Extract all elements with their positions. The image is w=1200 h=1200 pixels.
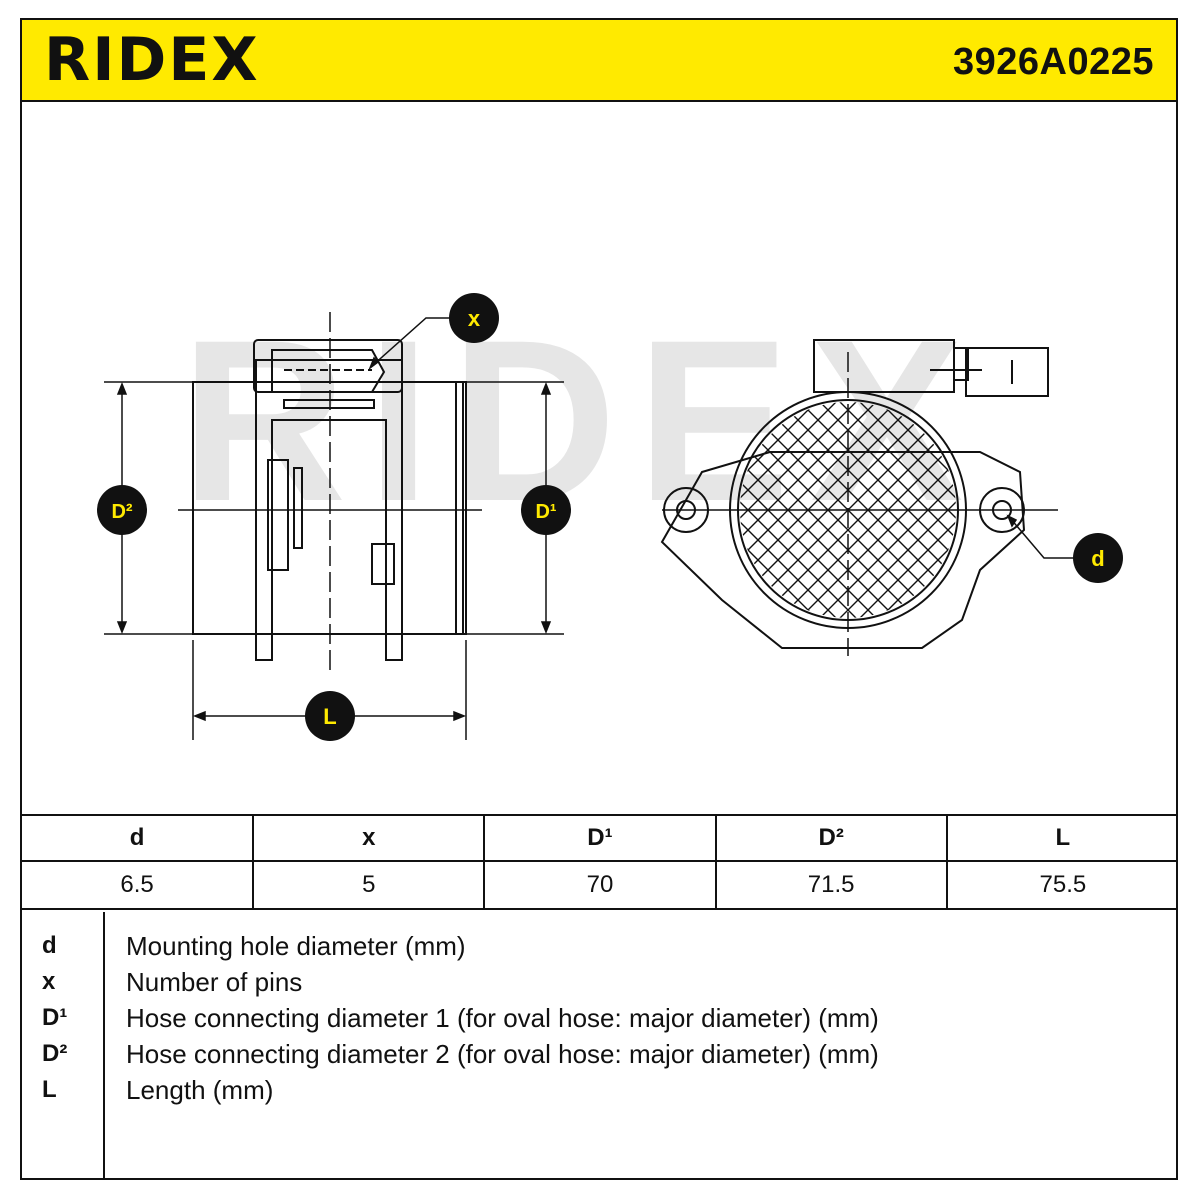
callout-d2: D² [97, 485, 147, 535]
legend-symbol: d [42, 932, 57, 959]
spec-table: d x D¹ D² L 6.5 5 70 71.5 75.5 [22, 814, 1178, 910]
sheet-frame: RIDEX 3926A0225 RIDEX [20, 18, 1178, 1180]
legend-description: Length (mm) [126, 1075, 274, 1105]
spec-value-d: 6.5 [22, 860, 255, 910]
spec-value-d1: 70 [483, 860, 717, 910]
spec-header-x: x [252, 814, 486, 862]
svg-text:L: L [323, 704, 336, 729]
legend-description: Hose connecting diameter 1 (for oval hos… [126, 1003, 879, 1033]
legend-description: Number of pins [126, 967, 303, 997]
spec-header-l: L [945, 814, 1178, 862]
legend-item: D¹ Hose connecting diameter 1 (for oval … [22, 1000, 1178, 1036]
legend-description: Hose connecting diameter 2 (for oval hos… [126, 1039, 879, 1069]
svg-text:d: d [1091, 546, 1104, 571]
spec-value-l: 75.5 [945, 860, 1178, 910]
legend-item: D² Hose connecting diameter 2 (for oval … [22, 1036, 1178, 1072]
svg-text:D¹: D¹ [535, 501, 556, 523]
side-view [178, 312, 482, 670]
legend-symbol: D¹ [42, 1004, 68, 1031]
svg-text:D²: D² [111, 501, 132, 523]
legend-item: d Mounting hole diameter (mm) [22, 928, 1178, 964]
legend-item: x Number of pins [22, 964, 1178, 1000]
front-view [660, 339, 1058, 656]
legend-symbol: D² [42, 1040, 68, 1067]
spec-header-row: d x D¹ D² L [22, 814, 1178, 862]
callout-d: d [1073, 533, 1123, 583]
legend: d Mounting hole diameter (mm) x Number o… [22, 912, 1178, 1180]
spec-value-x: 5 [252, 860, 486, 910]
brand-logo: RIDEX [44, 25, 260, 95]
legend-symbol: L [42, 1076, 57, 1103]
legend-symbol: x [42, 968, 56, 995]
legend-item: L Length (mm) [22, 1072, 1178, 1108]
callout-l: L [305, 691, 355, 741]
svg-text:x: x [468, 306, 481, 331]
spec-value-row: 6.5 5 70 71.5 75.5 [22, 860, 1178, 910]
spec-header-d: d [22, 814, 255, 862]
spec-header-d2: D² [714, 814, 948, 862]
callout-d1: D¹ [521, 485, 571, 535]
legend-description: Mounting hole diameter (mm) [126, 931, 466, 961]
header-bar: RIDEX 3926A0225 [22, 20, 1176, 102]
legend-divider [103, 912, 105, 1180]
leader-x [368, 317, 450, 371]
leader-d [1006, 514, 1074, 559]
technical-drawing: RIDEX [97, 292, 1123, 741]
callout-x: x [449, 293, 499, 343]
spec-header-d1: D¹ [483, 814, 717, 862]
spec-value-d2: 71.5 [714, 860, 948, 910]
part-number: 3926A0225 [952, 41, 1154, 83]
